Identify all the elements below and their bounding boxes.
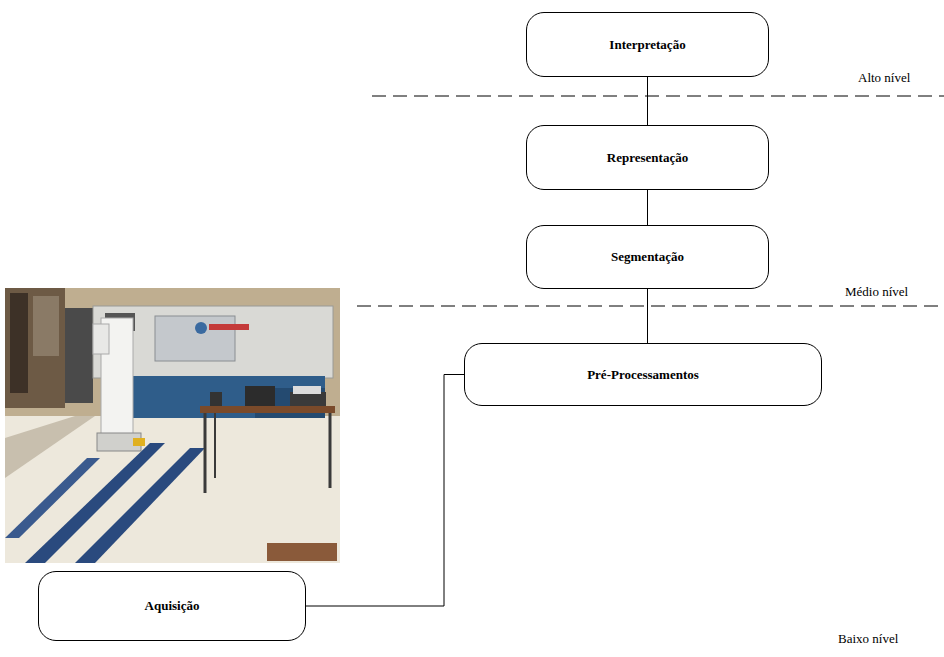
connector-line bbox=[647, 190, 648, 225]
level-label: Médio nível bbox=[843, 284, 910, 300]
process-box: Aquisição bbox=[38, 571, 306, 641]
level-label: Baixo nível bbox=[836, 631, 900, 647]
level-divider bbox=[357, 306, 944, 307]
lab-photo bbox=[5, 288, 340, 563]
level-divider bbox=[372, 96, 944, 97]
box-label: Representação bbox=[607, 150, 688, 166]
box-label: Aquisição bbox=[145, 598, 200, 614]
connector-line bbox=[647, 77, 648, 125]
box-label: Segmentação bbox=[611, 249, 684, 265]
box-label: Pré-Processamentos bbox=[587, 367, 699, 383]
box-label: Interpretação bbox=[609, 37, 685, 53]
connector-line bbox=[647, 289, 648, 343]
process-box: Interpretação bbox=[526, 12, 769, 77]
process-box: Representação bbox=[526, 125, 769, 190]
level-label: Alto nível bbox=[856, 70, 912, 86]
process-box: Segmentação bbox=[526, 225, 769, 289]
connector-line bbox=[306, 375, 464, 607]
process-box: Pré-Processamentos bbox=[464, 343, 822, 406]
